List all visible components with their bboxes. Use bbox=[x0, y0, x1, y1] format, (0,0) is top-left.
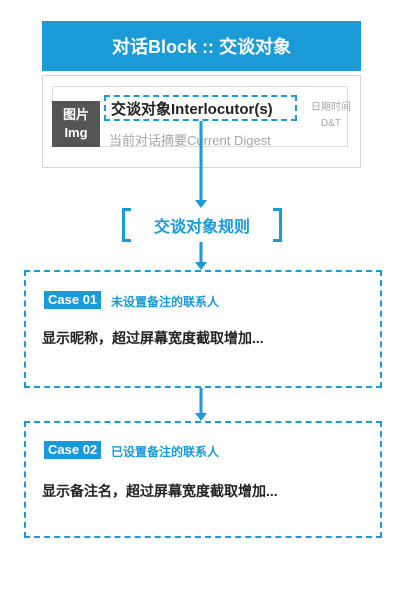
rules-bracket bbox=[122, 208, 282, 242]
case-02-subtitle: 已设置备注的联系人 bbox=[111, 445, 220, 459]
case-01-subtitle: 未设置备注的联系人 bbox=[111, 295, 220, 309]
date-time-label: 日期时间 D&T bbox=[303, 100, 359, 132]
header-banner: 对话Block :: 交谈对象 bbox=[42, 21, 361, 71]
arrow-head-to-case01 bbox=[195, 262, 207, 270]
header-title: 对话Block :: 交谈对象 bbox=[111, 37, 291, 57]
case-02-box bbox=[24, 421, 382, 538]
arrow-head-to-rules bbox=[195, 200, 207, 208]
image-label-en: Img bbox=[64, 125, 88, 140]
image-placeholder: 图片 Img bbox=[52, 101, 100, 147]
interlocutor-label: 交谈对象Interlocutor(s) bbox=[111, 100, 273, 118]
case-02-badge: Case 02 bbox=[44, 441, 102, 459]
case-01-description: 显示昵称，超过屏幕宽度截取增加... bbox=[42, 330, 264, 346]
case-01-box bbox=[24, 270, 382, 388]
interlocutor-highlight: 交谈对象Interlocutor(s) bbox=[104, 95, 297, 121]
case-02-description: 显示备注名，超过屏幕宽度截取增加... bbox=[42, 483, 278, 499]
current-digest: 当前对话摘要Current Digest bbox=[109, 133, 271, 148]
case-01-badge: Case 01 bbox=[44, 291, 102, 309]
rules-title: 交谈对象规则 bbox=[153, 219, 250, 236]
arrow-head-to-case02 bbox=[195, 413, 207, 421]
date-label-cn: 日期时间 bbox=[311, 102, 351, 113]
image-label-cn: 图片 bbox=[62, 107, 89, 122]
date-label-en: D&T bbox=[321, 118, 341, 129]
